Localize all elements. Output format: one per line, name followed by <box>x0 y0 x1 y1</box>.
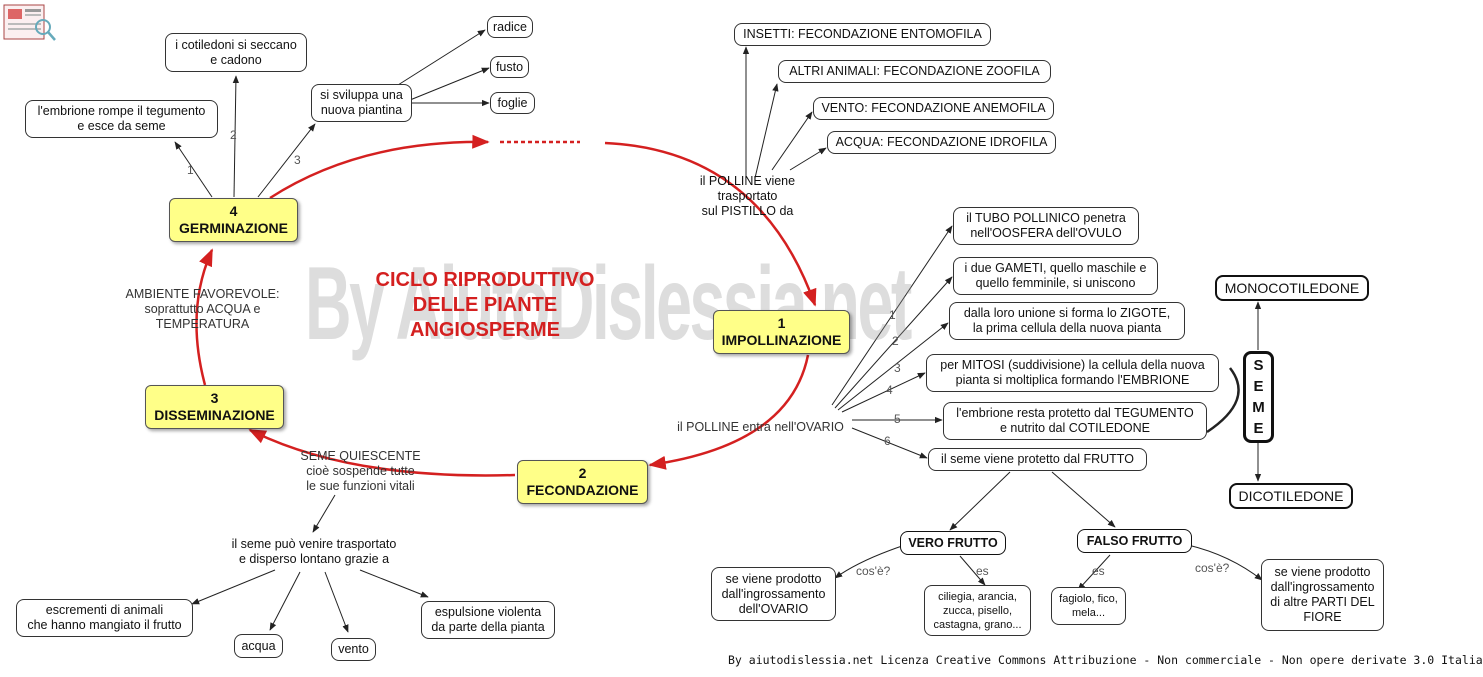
stage-impollinazione: 1 IMPOLLINAZIONE <box>713 310 850 354</box>
dissemination-vento: vento <box>331 638 376 661</box>
pollination-vento: VENTO: FECONDAZIONE ANEMOFILA <box>813 97 1054 120</box>
fertilization-step-3: dalla loro unione si forma lo ZIGOTE, la… <box>949 302 1185 340</box>
germination-step-1: l'embrione rompe il tegumento e esce da … <box>25 100 218 138</box>
arrow-to-germinazione <box>195 248 214 386</box>
fertilization-ovario: il POLLINE entra nell'OVARIO <box>677 419 844 434</box>
stage-fecondazione: 2 FECONDAZIONE <box>517 460 648 504</box>
number-label: 5 <box>894 412 901 426</box>
logo-icon <box>3 3 57 43</box>
dissemination-espulsione: espulsione violenta da parte della piant… <box>421 601 555 639</box>
germination-step-3: si sviluppa una nuova piantina <box>311 84 412 122</box>
arrow-to-impollinazione <box>604 141 817 307</box>
dissemination-acqua: acqua <box>234 634 283 658</box>
fruit-falso-examples: fagiolo, fico, mela... <box>1051 587 1126 625</box>
dissemination-escrementi: escrementi di animali che hanno mangiato… <box>16 599 193 637</box>
concept-map: By AiutoDislessia.net CICLO RIPRODUTTIVO… <box>3 3 1483 667</box>
dissemination-trasporto: il seme può venire trasportato e dispers… <box>231 537 397 566</box>
connector-layer <box>174 29 1263 633</box>
label-es: es <box>1092 564 1105 578</box>
pollination-acqua: ACQUA: FECONDAZIONE IDROFILA <box>827 131 1056 154</box>
fertilization-step-5: l'embrione resta protetto dal TEGUMENTO … <box>943 402 1207 440</box>
fruit-falso: FALSO FRUTTO <box>1077 529 1192 553</box>
number-label: 1 <box>187 163 194 177</box>
germination-fusto: fusto <box>490 56 529 78</box>
dissemination-quiescente: SEME QUIESCENTE cioè sospende tutte le s… <box>300 448 421 493</box>
stage-germinazione: 4 GERMINAZIONE <box>169 198 298 242</box>
diagram-title: CICLO RIPRODUTTIVO DELLE PIANTE ANGIOSPE… <box>375 269 595 341</box>
license-footer: By aiutodislessia.net Licenza Creative C… <box>728 653 1483 667</box>
pollination-polline: il POLLINE viene trasportato sul PISTILL… <box>699 173 796 218</box>
germination-ambiente: AMBIENTE FAVOREVOLE: soprattutto ACQUA e… <box>125 286 280 331</box>
germination-step-2: i cotiledoni si seccano e cadono <box>165 33 307 72</box>
number-label: 3 <box>294 153 301 167</box>
germination-foglie: foglie <box>490 92 535 114</box>
arrow-to-disseminazione <box>248 428 516 477</box>
label-es: es <box>976 564 989 578</box>
number-label: 1 <box>889 308 896 322</box>
arrow-germinazione-to-top <box>269 134 490 200</box>
cycle-arrows <box>195 134 817 477</box>
fruit-vero-definition: se viene prodotto dall'ingrossamento del… <box>711 567 836 621</box>
seed-dicotiledone: DICOTILEDONE <box>1229 483 1353 509</box>
fruit-vero: VERO FRUTTO <box>900 531 1006 555</box>
pollination-animali: ALTRI ANIMALI: FECONDAZIONE ZOOFILA <box>778 60 1051 83</box>
fruit-falso-definition: se viene prodotto dall'ingrossamento di … <box>1261 559 1384 631</box>
black-connectors <box>174 29 1263 633</box>
number-label: 6 <box>884 434 891 448</box>
seed-seme: S E M E <box>1243 351 1274 443</box>
germination-radice: radice <box>487 16 533 38</box>
label-cose: cos'è? <box>856 564 891 578</box>
number-label: 2 <box>230 128 237 142</box>
seed-monocotiledone: MONOCOTILEDONE <box>1215 275 1369 301</box>
stage-disseminazione: 3 DISSEMINAZIONE <box>145 385 284 429</box>
arrow-to-fecondazione <box>648 354 810 470</box>
number-label: 4 <box>886 383 893 397</box>
fertilization-step-6: il seme viene protetto dal FRUTTO <box>928 448 1147 471</box>
fertilization-step-1: il TUBO POLLINICO penetra nell'OOSFERA d… <box>953 207 1139 245</box>
fertilization-step-2: i due GAMETI, quello maschile e quello f… <box>953 257 1158 295</box>
number-label: 3 <box>894 361 901 375</box>
pollination-insetti: INSETTI: FECONDAZIONE ENTOMOFILA <box>734 23 991 46</box>
fertilization-step-4: per MITOSI (suddivisione) la cellula del… <box>926 354 1219 392</box>
label-cose: cos'è? <box>1195 561 1230 575</box>
number-label: 2 <box>892 334 899 348</box>
fruit-vero-examples: ciliegia, arancia, zucca, pisello, casta… <box>924 585 1031 636</box>
